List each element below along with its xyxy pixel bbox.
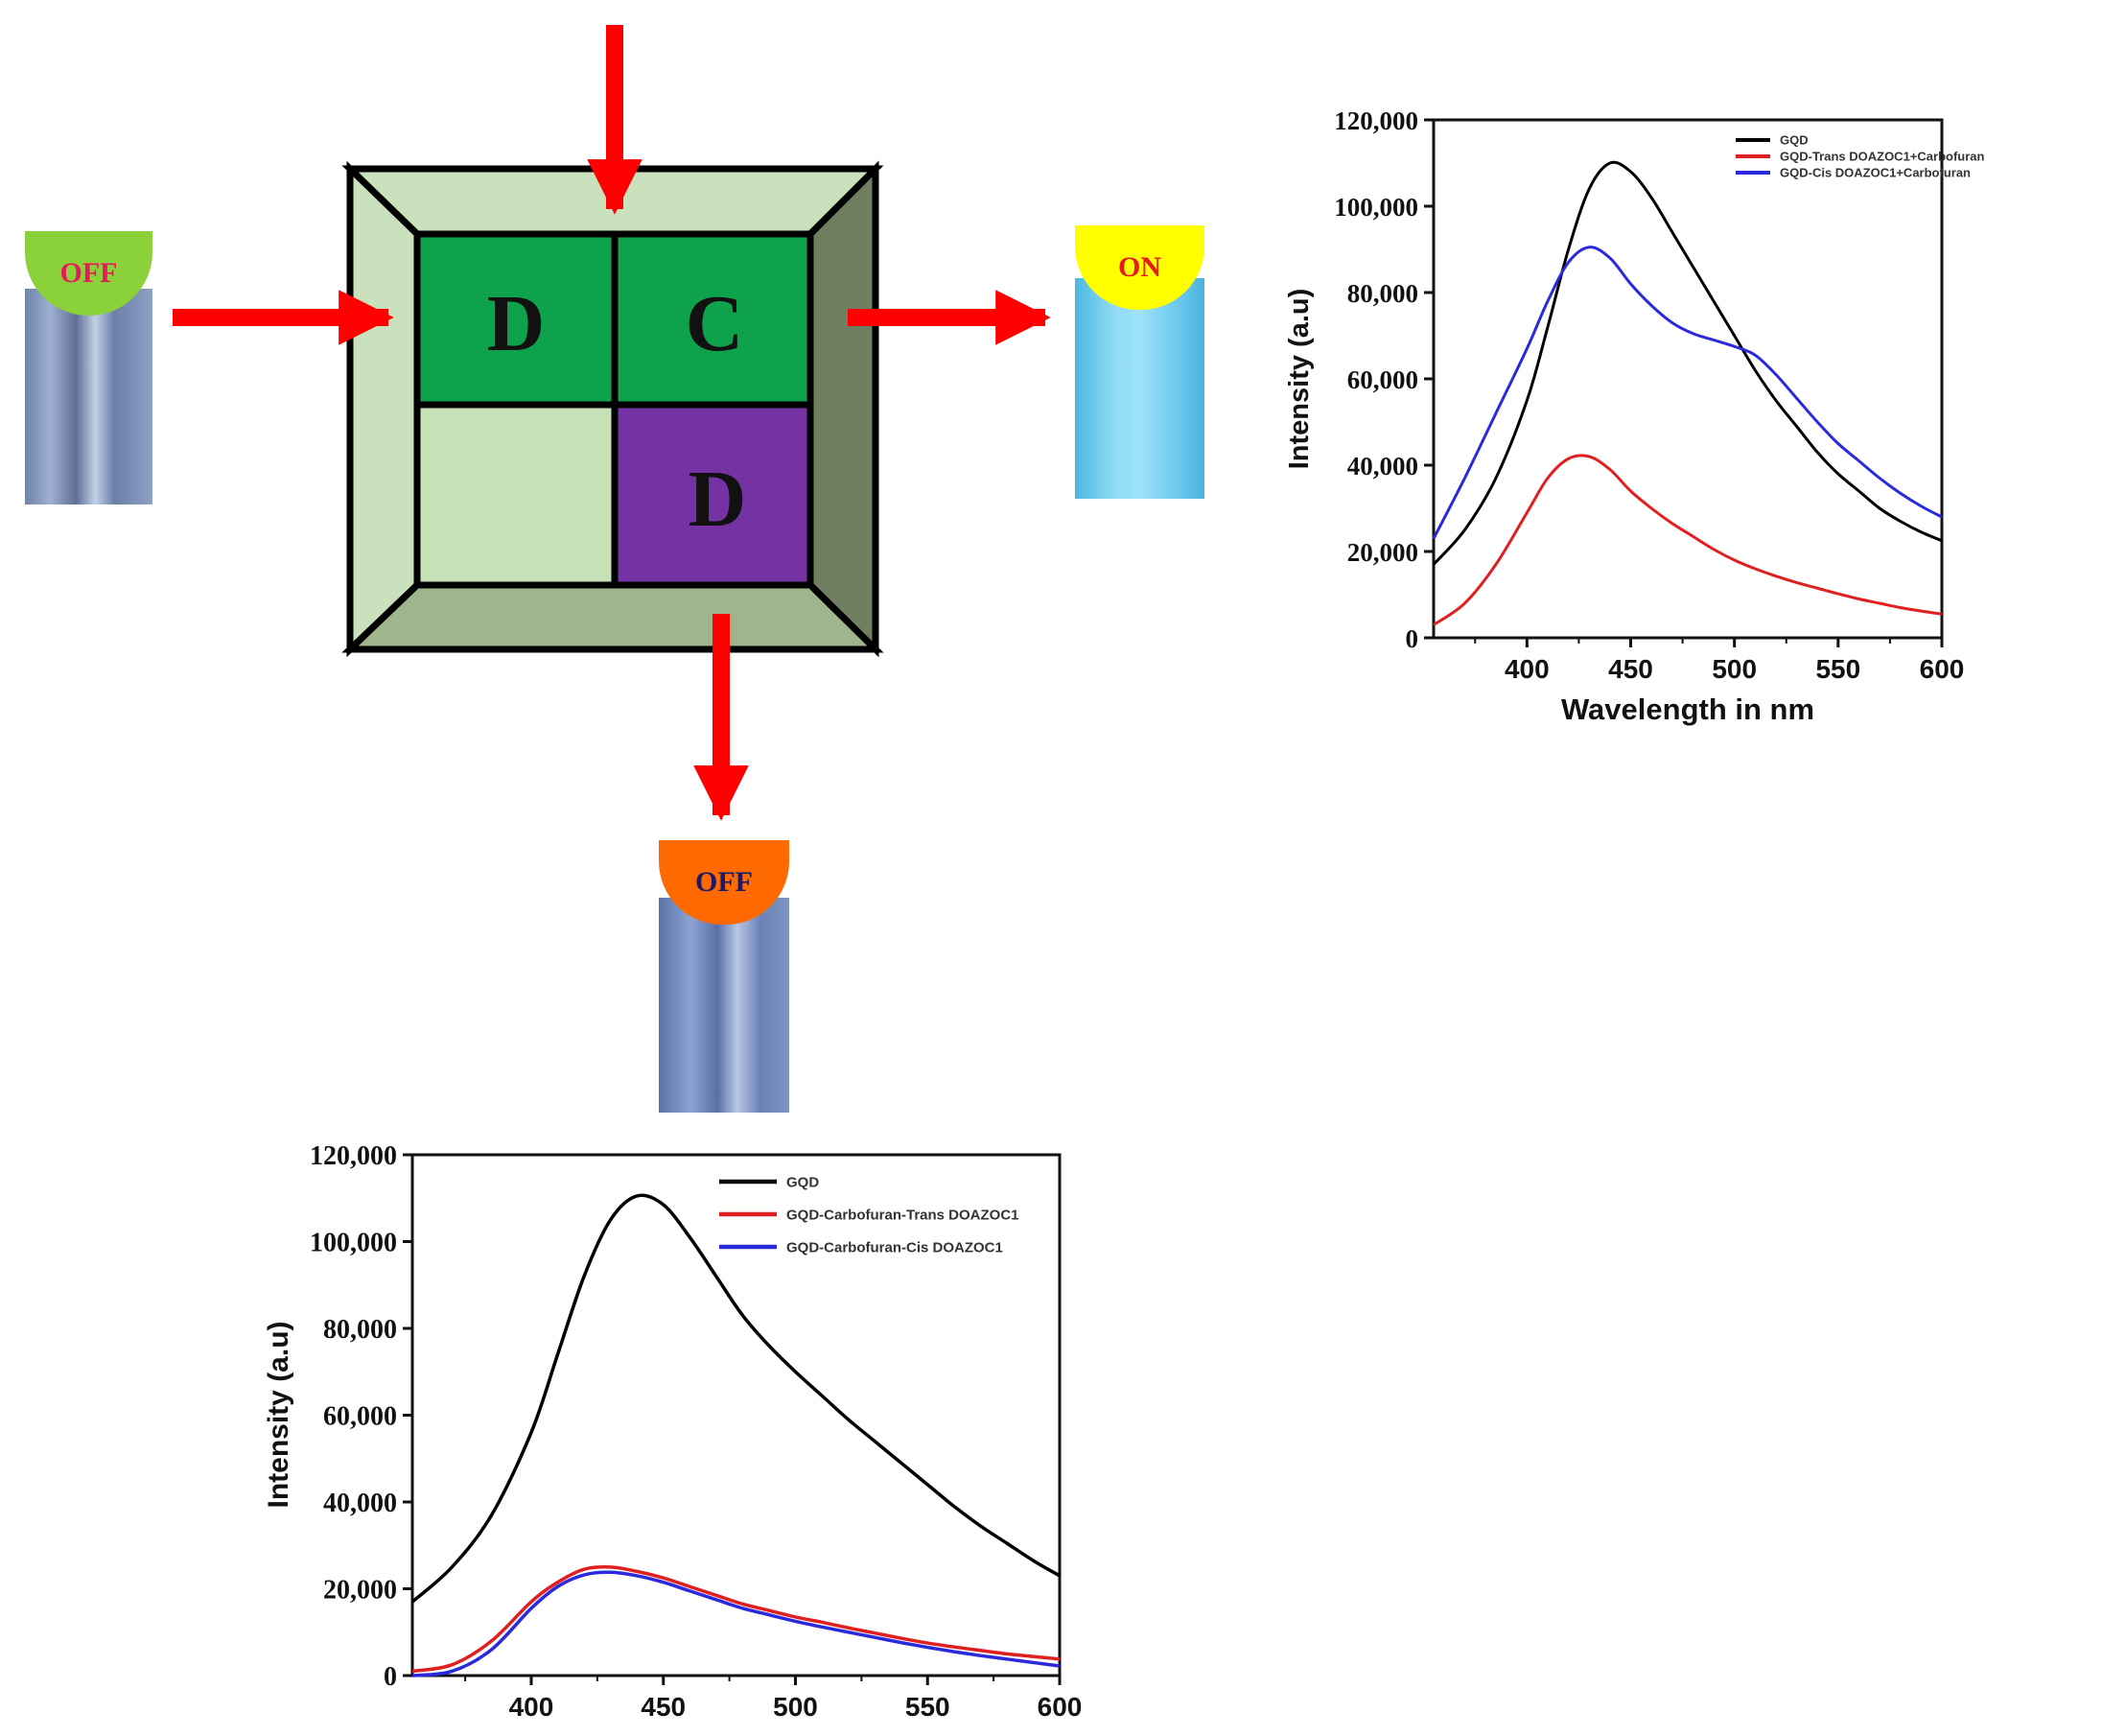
series-line-2 — [1433, 454, 1943, 626]
cell-top-right-label: C — [686, 279, 744, 368]
chart-bottom-plot-frame — [410, 1153, 1062, 1677]
y-tick-label: 60,000 — [1347, 365, 1418, 394]
vial-left-label: OFF — [59, 257, 118, 289]
chart-top-y-axis-label: Intensity (a.u) — [1284, 289, 1315, 470]
series-line-3 — [1432, 246, 1943, 540]
logic-gate-diagram: D C D — [173, 25, 1051, 821]
legend-label: GQD — [1780, 133, 1809, 148]
y-tick-label: 80,000 — [323, 1315, 397, 1345]
cell-bottom-left — [413, 401, 619, 589]
cell-top-left-label: D — [487, 279, 546, 368]
series-line-3 — [411, 1570, 1061, 1677]
series-line-1 — [410, 1193, 1061, 1604]
y-tick-label: 40,000 — [323, 1489, 397, 1518]
cell-bottom-right — [611, 401, 814, 589]
legend-label: GQD-Trans DOAZOC1+Carbofuran — [1780, 150, 1985, 164]
vial-bottom-label: OFF — [695, 866, 753, 898]
x-tick-label: 550 — [905, 1692, 950, 1722]
vial-bottom-glass — [659, 898, 789, 1113]
x-tick-label: 400 — [1505, 654, 1550, 684]
series-line-2 — [411, 1564, 1061, 1674]
x-tick-label: 600 — [1038, 1692, 1083, 1722]
y-tick-label: 40,000 — [1347, 452, 1418, 481]
vial-left: OFF — [25, 231, 152, 504]
y-tick-label: 20,000 — [323, 1576, 397, 1606]
y-tick-label: 120,000 — [1334, 106, 1418, 135]
chart-bottom-y-axis-label: Intensity (a.u) — [263, 1321, 294, 1508]
cell-bottom-right-label: D — [689, 455, 747, 544]
vial-right-glass — [1075, 278, 1204, 499]
legend-label: GQD — [786, 1174, 819, 1190]
cell-top-right — [611, 230, 814, 409]
y-tick-label: 0 — [384, 1662, 397, 1692]
legend-label: GQD-Cis DOAZOC1+Carbofuran — [1780, 166, 1971, 180]
chart-bottom: 0 20,000 40,000 60,000 80,000 100,000 120,000 4… — [263, 1141, 1083, 1722]
x-tick-label: 450 — [1608, 654, 1653, 684]
y-tick-label: 0 — [1406, 624, 1419, 653]
vial-right-label: ON — [1118, 251, 1161, 283]
y-tick-label: 80,000 — [1347, 279, 1418, 308]
cell-top-left — [413, 230, 619, 409]
series-line-1 — [1432, 160, 1943, 566]
y-tick-label: 60,000 — [323, 1402, 397, 1432]
x-tick-label: 600 — [1920, 654, 1965, 684]
legend-label: GQD-Carbofuran-Cis DOAZOC1 — [786, 1239, 1003, 1255]
y-tick-label: 100,000 — [310, 1229, 397, 1258]
chart-top-right: 0 20,000 40,000 60,000 80,000 100,000 120,000 4… — [1284, 106, 1985, 726]
chart-top-x-axis-label: Wavelength in nm — [1561, 692, 1814, 726]
chart-top-plot-frame — [1432, 118, 1944, 640]
vial-right: ON — [1075, 225, 1204, 499]
x-tick-label: 450 — [641, 1692, 686, 1722]
y-tick-label: 120,000 — [310, 1141, 397, 1171]
x-tick-label: 400 — [509, 1692, 554, 1722]
vial-bottom: OFF — [659, 840, 789, 1113]
x-tick-label: 500 — [1712, 654, 1757, 684]
x-tick-label: 500 — [773, 1692, 818, 1722]
y-tick-label: 100,000 — [1334, 193, 1418, 222]
vial-left-glass — [25, 289, 152, 504]
legend-label: GQD-Carbofuran-Trans DOAZOC1 — [786, 1207, 1019, 1223]
x-tick-label: 550 — [1815, 654, 1860, 684]
y-tick-label: 20,000 — [1347, 538, 1418, 567]
